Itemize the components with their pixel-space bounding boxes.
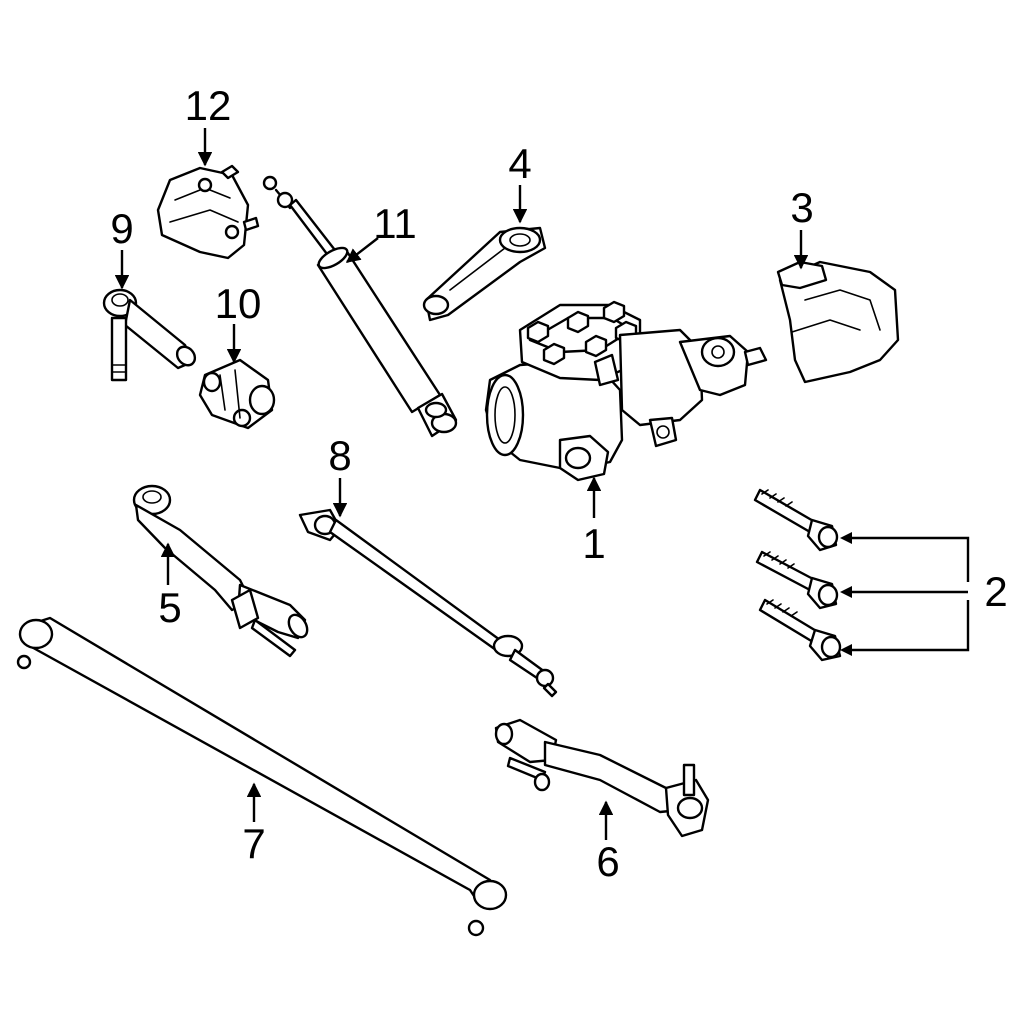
part-5-tie-rod <box>132 484 309 658</box>
bolt-bottom <box>758 598 842 662</box>
part-11-damper <box>262 175 458 438</box>
callout-4: 4 <box>508 140 531 187</box>
leader-lines <box>114 128 970 840</box>
part-4-pitman-arm <box>422 226 547 322</box>
part-9-tie-rod-end <box>102 288 197 382</box>
callout-8: 8 <box>328 432 351 479</box>
part-8-drag-link <box>298 508 558 698</box>
leader-2 <box>840 532 970 656</box>
part-3-shield <box>776 260 900 384</box>
callout-10: 10 <box>215 280 262 327</box>
part-10-clamp <box>198 358 276 430</box>
callout-numbers: 12 9 10 11 4 3 1 2 8 5 7 6 <box>110 82 1007 885</box>
part-1-steering-gear <box>484 300 768 482</box>
callout-2: 2 <box>984 568 1007 615</box>
callout-5: 5 <box>158 584 181 631</box>
part-7-tie-rod-tube <box>16 616 508 937</box>
part-6-tie-rod-end <box>494 718 710 838</box>
callout-1: 1 <box>582 520 605 567</box>
part-12-bracket <box>156 164 260 260</box>
bolt-top <box>753 488 839 552</box>
callout-9: 9 <box>110 205 133 252</box>
bolt-middle <box>755 550 839 610</box>
callout-7: 7 <box>242 820 265 867</box>
callout-11: 11 <box>373 200 417 247</box>
part-2-bolts <box>753 488 842 662</box>
leader-11 <box>345 237 379 263</box>
callout-3: 3 <box>790 184 813 231</box>
callout-6: 6 <box>596 838 619 885</box>
callout-12: 12 <box>185 82 232 129</box>
